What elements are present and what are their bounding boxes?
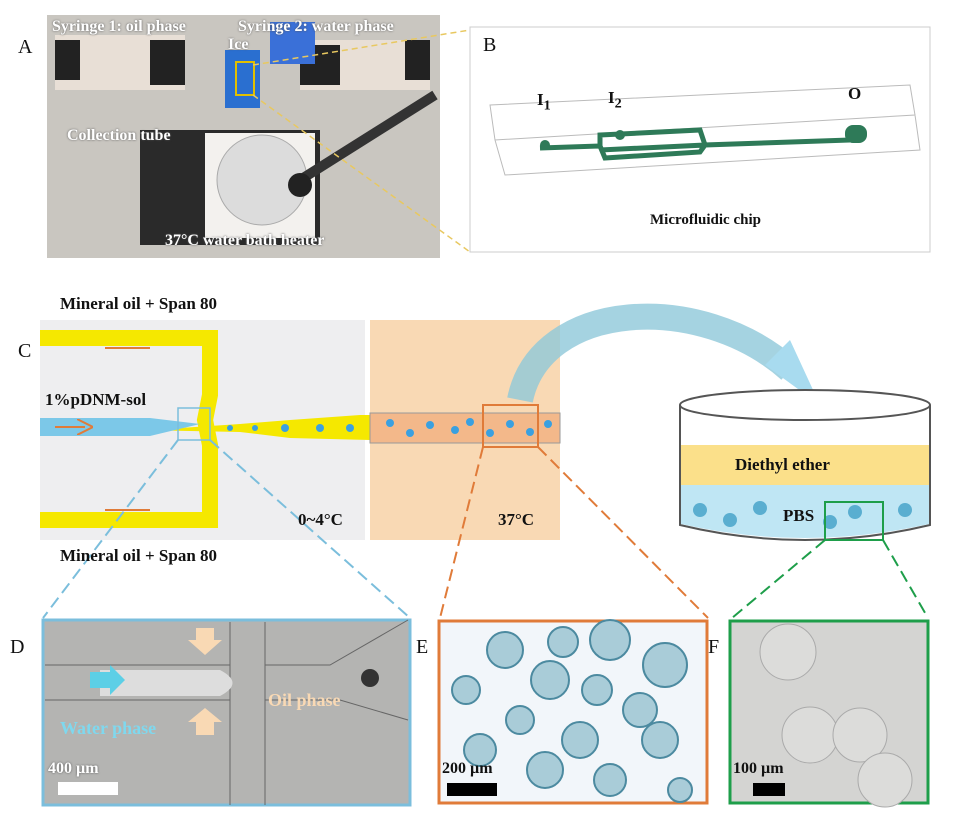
label-syringe-2: Syringe 2: water phase	[238, 18, 394, 35]
zoom-connector	[252, 29, 471, 253]
connector-e	[439, 446, 709, 619]
label-inlet-1: I1	[537, 90, 551, 114]
connector-f	[731, 539, 929, 619]
label-warm-temp: 37°C	[498, 510, 535, 529]
micrograph-f	[728, 619, 930, 808]
label-oil-phase: Oil phase	[268, 690, 341, 710]
panel-label-f: F	[708, 636, 720, 658]
label-syringe-1: Syringe 1: oil phase	[52, 18, 186, 35]
panel-label-b: B	[483, 34, 497, 56]
label-oil-top: Mineral oil + Span 80	[60, 294, 218, 313]
label-ice: Ice	[228, 36, 249, 53]
scale-label-f: 100 µm	[733, 760, 784, 777]
label-water-sol: 1%pDNM-sol	[45, 390, 147, 409]
scale-label-e: 200 µm	[442, 760, 493, 777]
beaker	[679, 389, 931, 541]
label-water-phase: Water phase	[60, 718, 157, 738]
panel-label-d: D	[10, 636, 25, 658]
chip-drawing	[489, 84, 921, 176]
label-heater: 37°C water bath heater	[165, 232, 325, 249]
panel-label-a: A	[18, 36, 33, 58]
inlet-2-sub: 2	[614, 95, 622, 112]
panel-label-e: E	[416, 636, 429, 658]
label-collection-tube: Collection tube	[67, 127, 171, 144]
inlet-1-text: I	[537, 90, 544, 109]
label-oil-bottom: Mineral oil + Span 80	[60, 546, 218, 565]
micrograph-d	[41, 618, 412, 807]
inlet-1-sub: 1	[543, 97, 551, 114]
chip-caption: Microfluidic chip	[650, 212, 761, 228]
panel-label-c: C	[18, 340, 32, 362]
label-inlet-2: I2	[608, 88, 622, 112]
photo-setup	[47, 15, 440, 258]
connector-d	[42, 439, 411, 619]
scale-label-d: 400 µm	[48, 760, 99, 777]
flow-diagram	[40, 303, 820, 540]
inlet-2-text: I	[608, 88, 615, 107]
label-outlet: O	[848, 84, 862, 103]
micrograph-e	[437, 619, 709, 805]
label-pbs: PBS	[783, 506, 815, 525]
label-cold-temp: 0~4°C	[298, 510, 343, 529]
label-diethyl-ether: Diethyl ether	[735, 455, 830, 474]
